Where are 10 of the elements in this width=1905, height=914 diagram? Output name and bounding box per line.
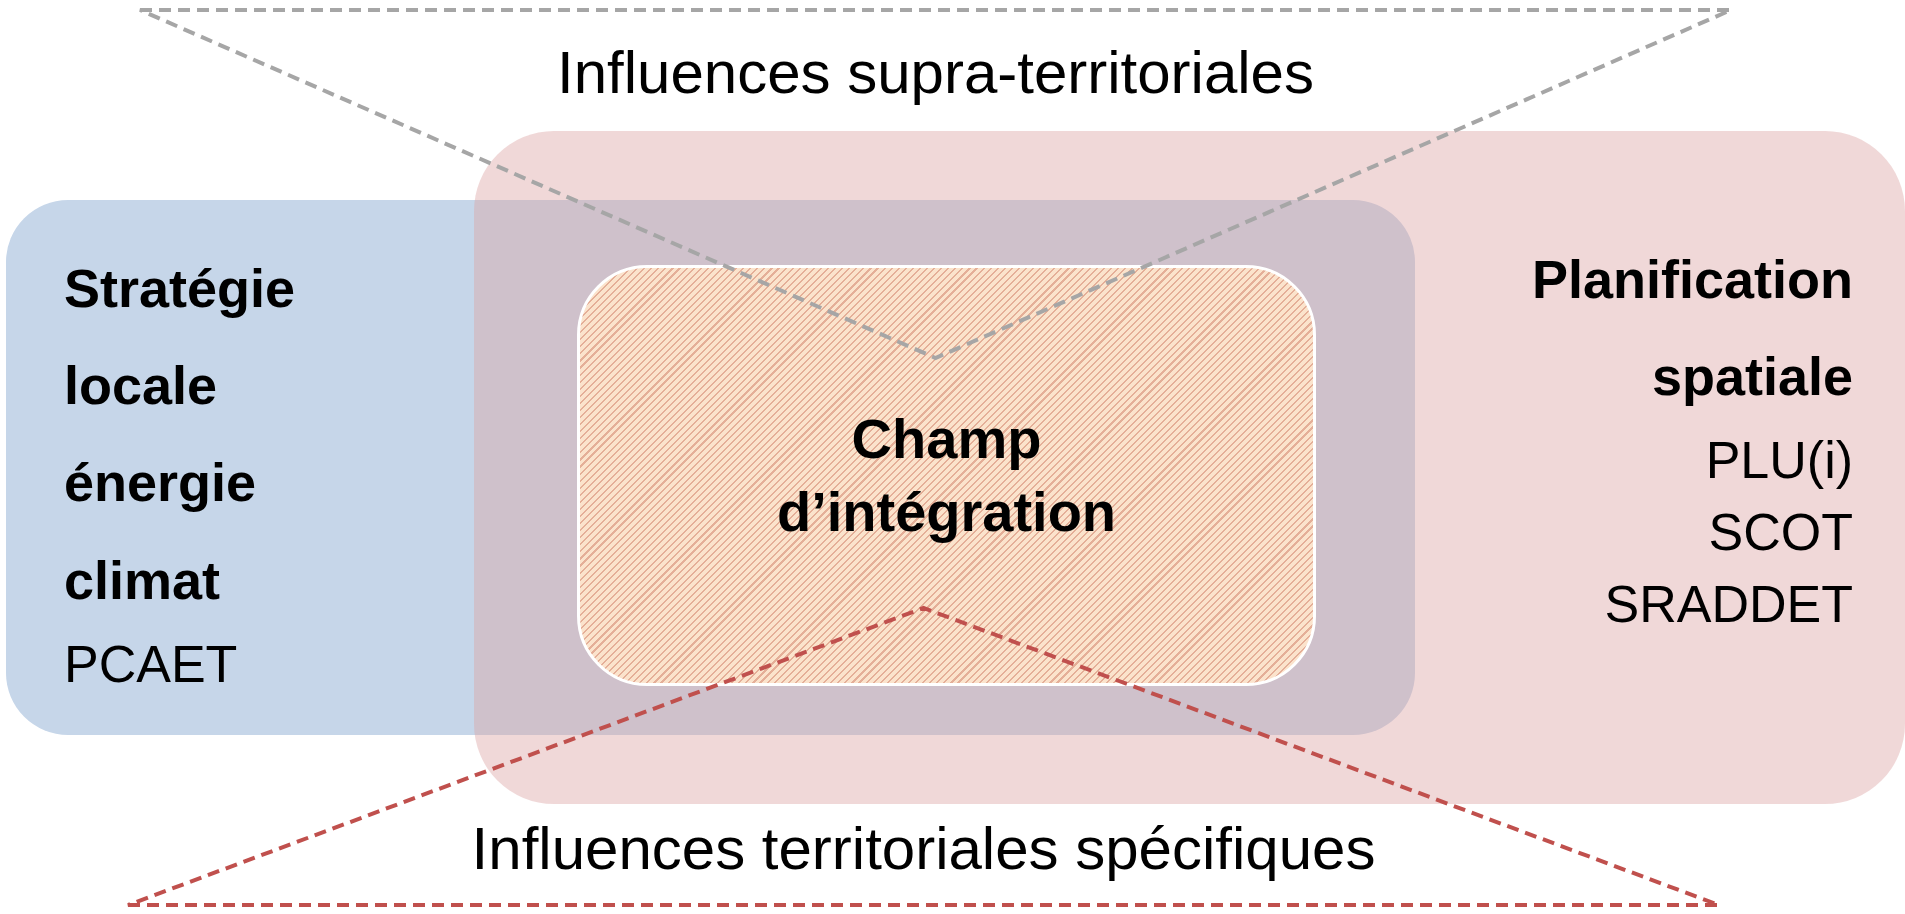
panel-text: PCAET (64, 633, 238, 695)
panel-heading: Stratégie locale énergie climat (64, 257, 297, 612)
panel-text: SCOT (1708, 502, 1853, 564)
panel-text: SRADDET (1604, 573, 1853, 635)
influence-label: Influences supra-territoriales (557, 38, 1314, 107)
influence-label: Influences territoriales spécifiques (471, 814, 1376, 883)
hatched-box (577, 265, 1316, 686)
box-label: Champ d’intégration (775, 405, 1118, 545)
panel-heading: Planification spatiale (1530, 248, 1853, 409)
panel-text: PLU(i) (1705, 430, 1853, 492)
